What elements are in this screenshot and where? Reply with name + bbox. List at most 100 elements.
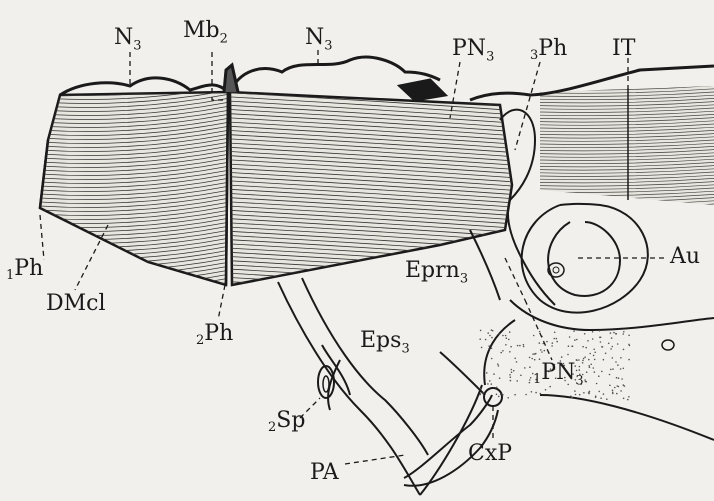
stipple-dot bbox=[488, 348, 490, 350]
muscle-fiber bbox=[540, 79, 714, 84]
stipple-dot bbox=[508, 339, 510, 341]
stipple-dot bbox=[623, 368, 625, 370]
stipple-dot bbox=[612, 346, 614, 348]
dorsal-muscle-left bbox=[40, 78, 230, 300]
stipple-dot bbox=[498, 365, 500, 367]
stipple-dot bbox=[621, 378, 623, 380]
label-eps3: Eps3 bbox=[360, 330, 410, 355]
stipple-dot bbox=[601, 371, 603, 373]
stipple-dot bbox=[509, 351, 511, 353]
label-eprn3: Eprn3 bbox=[405, 260, 468, 285]
stipple-dot bbox=[594, 371, 596, 373]
stipple-dot bbox=[601, 346, 603, 348]
stipple-dot bbox=[568, 345, 570, 347]
stipple-dot bbox=[600, 397, 602, 399]
stipple-dot bbox=[574, 339, 576, 341]
stipple-dot bbox=[534, 353, 536, 355]
stipple-dot bbox=[594, 352, 596, 354]
stipple-dot bbox=[572, 345, 574, 347]
muscle-fiber bbox=[540, 82, 714, 87]
stipple-dot bbox=[561, 356, 563, 358]
stipple-dot bbox=[617, 343, 619, 345]
stipple-dot bbox=[493, 373, 495, 375]
stipple-dot bbox=[589, 367, 591, 369]
stipple-dot bbox=[571, 397, 573, 399]
stipple-dot bbox=[600, 337, 602, 339]
stipple-dot bbox=[570, 395, 572, 397]
stipple-dot bbox=[509, 331, 511, 333]
stipple-dot bbox=[616, 377, 618, 379]
stipple-dot bbox=[585, 381, 587, 383]
stipple-dot bbox=[598, 391, 600, 393]
stipple-dot bbox=[574, 390, 576, 392]
stipple-dot bbox=[499, 377, 501, 379]
label-mb2: Mb2 bbox=[183, 20, 228, 45]
stipple-dot bbox=[510, 376, 512, 378]
stipple-dot bbox=[507, 397, 509, 399]
stipple-dot bbox=[510, 346, 512, 348]
stipple-dot bbox=[485, 339, 487, 341]
label-dmcl: DMcl bbox=[46, 293, 106, 315]
stipple-dot bbox=[612, 390, 614, 392]
dorsal-muscle-right bbox=[540, 76, 714, 209]
stipple-dot bbox=[488, 345, 490, 347]
stipple-dot bbox=[598, 375, 600, 377]
stipple-dot bbox=[532, 353, 534, 355]
stipple-dot bbox=[592, 338, 594, 340]
stipple-dot bbox=[587, 340, 589, 342]
stipple-dot bbox=[628, 344, 630, 346]
stipple-dot bbox=[491, 348, 493, 350]
stipple-dot bbox=[524, 367, 526, 369]
stipple-dot bbox=[613, 332, 615, 334]
stipple-dot bbox=[589, 391, 591, 393]
stipple-dot bbox=[513, 370, 515, 372]
label-pn3-top: PN3 bbox=[452, 38, 494, 63]
stipple-dot bbox=[533, 335, 535, 337]
stipple-dot bbox=[505, 335, 507, 337]
stipple-dot bbox=[491, 358, 493, 360]
stipple-dot bbox=[546, 341, 548, 343]
stipple-dot bbox=[523, 346, 525, 348]
stipple-dot bbox=[516, 361, 518, 363]
label-n3-mid: N3 bbox=[305, 27, 333, 52]
stipple-dot bbox=[567, 354, 569, 356]
muscle-fiber bbox=[228, 273, 515, 291]
stipple-dot bbox=[481, 347, 483, 349]
stipple-dot bbox=[612, 357, 614, 359]
stipple-dot bbox=[599, 330, 601, 332]
stipple-dot bbox=[523, 344, 525, 346]
stipple-dot bbox=[531, 358, 533, 360]
stipple-dot bbox=[628, 335, 630, 337]
stipple-dot bbox=[535, 392, 537, 394]
stipple-dot bbox=[623, 331, 625, 333]
label-it: IT bbox=[612, 38, 635, 60]
stipple-dot bbox=[541, 351, 543, 353]
stipple-dot bbox=[554, 332, 556, 334]
stipple-dot bbox=[600, 341, 602, 343]
stipple-dot bbox=[612, 368, 614, 370]
stipple-dot bbox=[582, 360, 584, 362]
muscle-fiber bbox=[228, 286, 515, 304]
stipple-dot bbox=[556, 338, 558, 340]
stipple-dot bbox=[539, 342, 541, 344]
stipple-dot bbox=[609, 385, 611, 387]
stipple-dot bbox=[573, 330, 575, 332]
stipple-dot bbox=[516, 380, 518, 382]
stipple-dot bbox=[617, 385, 619, 387]
stipple-dot bbox=[502, 394, 504, 396]
stipple-dot bbox=[614, 387, 616, 389]
stipple-dot bbox=[496, 387, 498, 389]
stipple-dot bbox=[500, 352, 502, 354]
stipple-dot bbox=[620, 368, 622, 370]
stipple-dot bbox=[592, 331, 594, 333]
stipple-dot bbox=[615, 333, 617, 335]
muscle-fiber bbox=[228, 282, 515, 300]
stipple-dot bbox=[618, 377, 620, 379]
stipple-dot bbox=[487, 383, 489, 385]
stipple-dot bbox=[487, 332, 489, 334]
muscle-fiber bbox=[228, 294, 515, 312]
stipple-dot bbox=[611, 337, 613, 339]
stipple-dot bbox=[486, 372, 488, 374]
stipple-dot bbox=[479, 388, 481, 390]
